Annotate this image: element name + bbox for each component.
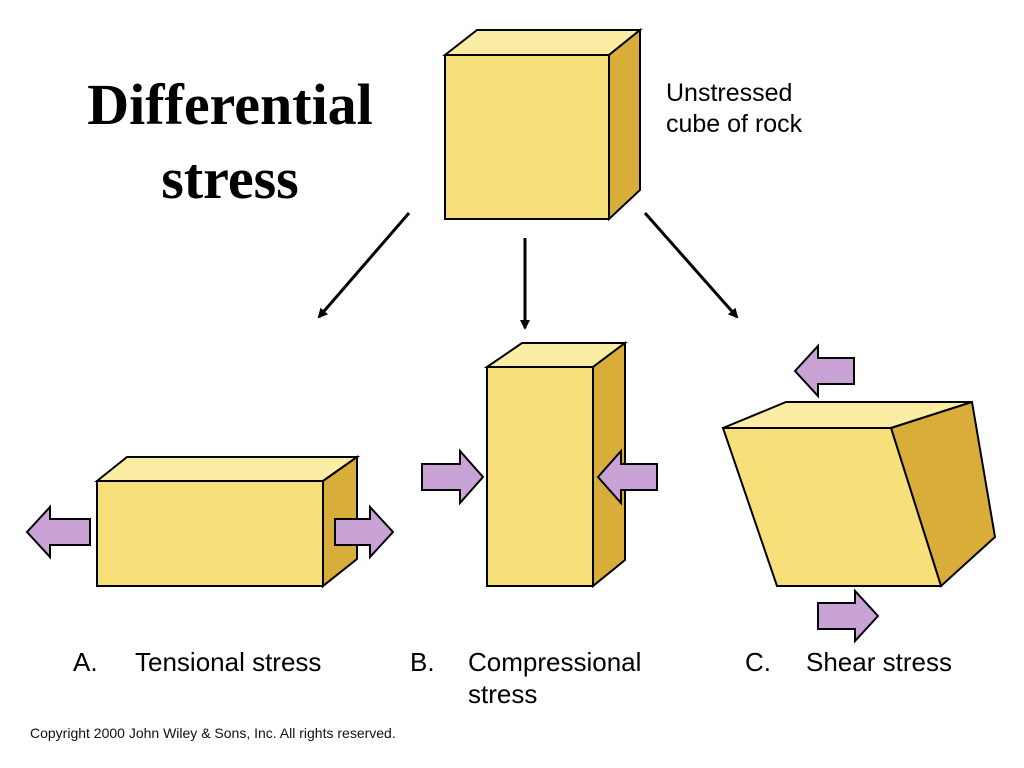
unstressed-cube: [442, 27, 643, 222]
title-line-1: Differential: [87, 72, 373, 137]
tension-left-arrow: [25, 504, 91, 560]
tensional-block: [94, 455, 361, 589]
shear-block: [721, 400, 997, 588]
caption-c-name: Shear stress: [806, 647, 952, 677]
shear-bottom-arrow: [817, 588, 880, 644]
tension-right-arrow: [334, 504, 395, 560]
compressional-block: [483, 341, 628, 589]
compression-right-arrow: [596, 448, 658, 506]
compression-left-arrow: [421, 448, 485, 506]
arrow-to-shear: [643, 212, 739, 319]
shear-top-arrow: [793, 343, 855, 399]
title-line-2: stress: [161, 146, 299, 211]
caption-b-letter: B.: [410, 647, 435, 677]
arrow-to-tensional: [317, 212, 411, 319]
caption-a-name: Tensional stress: [135, 647, 321, 677]
unstressed-label-line-1: Unstressed: [666, 79, 792, 107]
copyright-notice: Copyright 2000 John Wiley & Sons, Inc. A…: [30, 725, 396, 741]
caption-b-name-line-1: Compressional: [468, 647, 641, 677]
caption-a-letter: A.: [73, 647, 98, 677]
caption-c-letter: C.: [745, 647, 771, 677]
caption-b-name-line-2: stress: [468, 679, 537, 709]
diagram-title: Differential stress: [30, 68, 430, 216]
unstressed-label-line-2: cube of rock: [666, 110, 803, 138]
